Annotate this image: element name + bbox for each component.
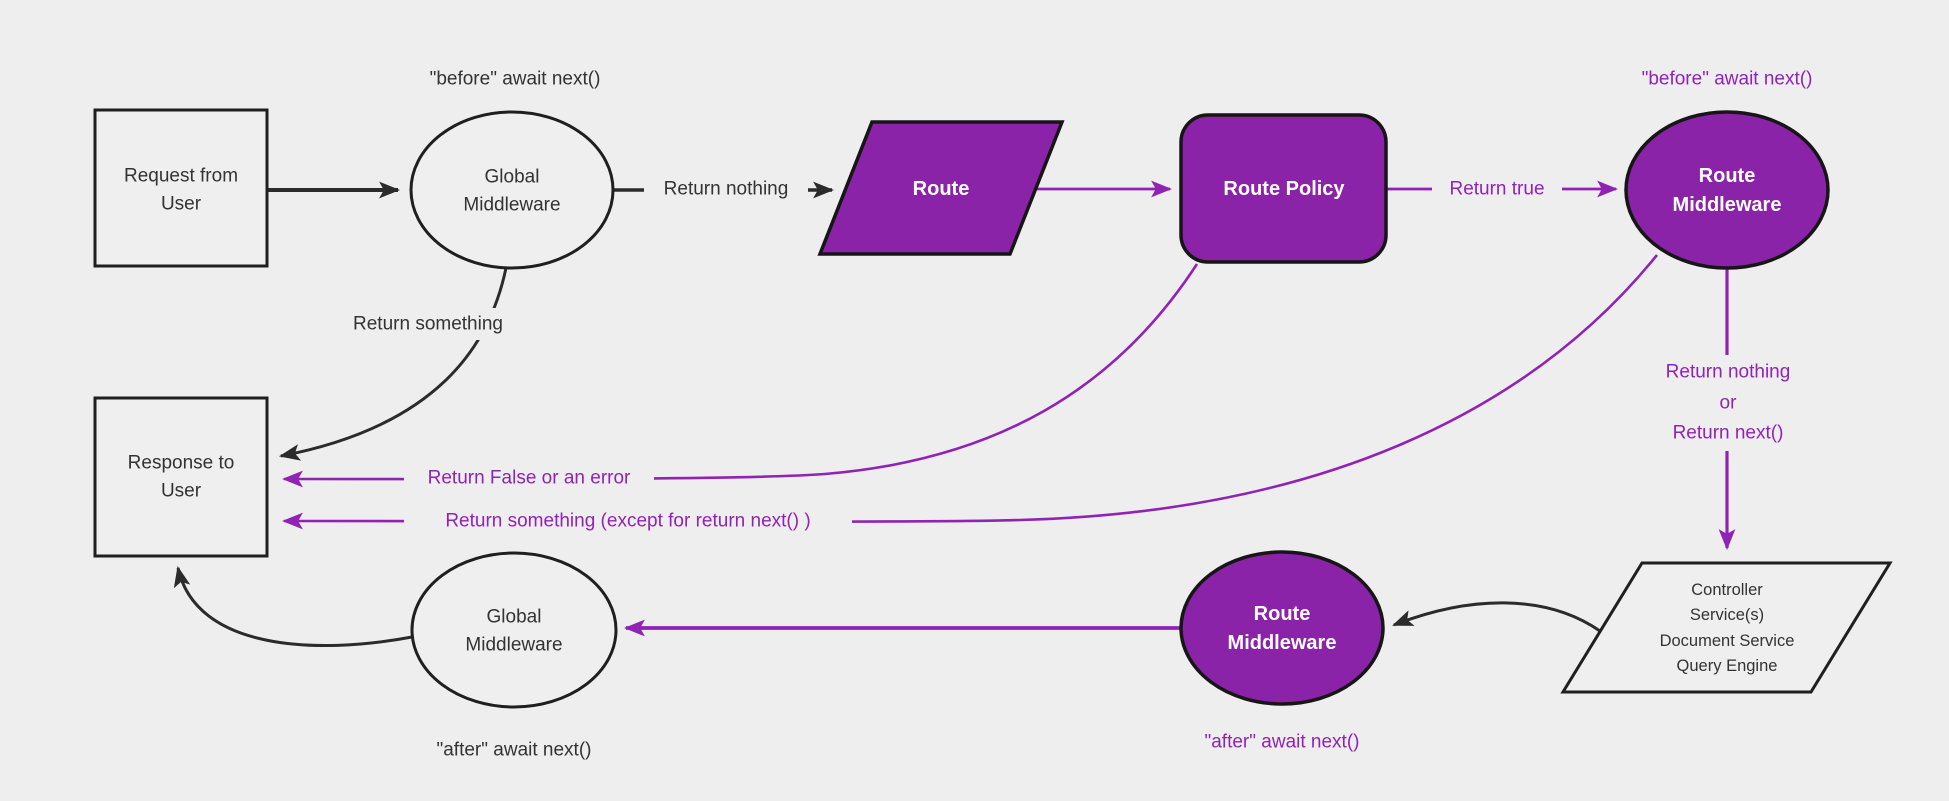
node-route-mw-bottom-label-line1: Route	[1254, 603, 1311, 625]
node-request-from-user: Request from User	[93, 108, 269, 268]
edge-global-middleware-bottom-to-response	[173, 565, 413, 648]
edge-controller-to-route-middleware-bottom	[1392, 601, 1601, 633]
node-route-mw-top-label-line1: Route	[1699, 165, 1756, 187]
node-route-middleware-bottom: Route Middleware	[1179, 550, 1385, 706]
node-request-label-line2: User	[161, 194, 202, 215]
label-after-await-next-black: "after" await next()	[437, 740, 592, 761]
nodes: Request from User Global Middleware Rout…	[93, 108, 1893, 709]
node-route-policy-label: Route Policy	[1223, 178, 1345, 200]
label-return-nothing-or-next-line2: or	[1720, 393, 1738, 414]
label-return-nothing-or-next-line1: Return nothing	[1666, 362, 1791, 383]
node-controller-services: Controller Service(s) Document Service Q…	[1560, 561, 1893, 694]
node-global-bottom-label-line1: Global	[487, 607, 542, 628]
label-return-nothing: Return nothing	[664, 179, 789, 200]
node-response-label-line2: User	[161, 481, 202, 502]
node-route: Route	[817, 120, 1065, 256]
label-return-nothing-bg	[644, 174, 808, 204]
node-global-middleware-top: Global Middleware	[409, 110, 615, 270]
node-request-label-line1: Request from	[124, 166, 238, 187]
label-after-await-next-purple: "after" await next()	[1205, 732, 1360, 753]
node-route-label: Route	[913, 178, 970, 200]
node-route-mw-top-label-line2: Middleware	[1673, 194, 1782, 216]
label-return-something: Return something	[353, 314, 503, 335]
edge-labels: "before" await next() Return nothing Ret…	[338, 69, 1820, 761]
node-route-middleware-top: Route Middleware	[1624, 110, 1830, 270]
node-response-label-line1: Response to	[128, 453, 235, 474]
node-global-middleware-bottom: Global Middleware	[410, 551, 618, 709]
label-return-true-bg	[1432, 174, 1562, 204]
node-global-top-label-line1: Global	[485, 167, 540, 188]
node-route-policy: Route Policy	[1179, 113, 1388, 264]
label-before-await-next-purple: "before" await next()	[1642, 69, 1813, 90]
label-return-false-or-error: Return False or an error	[428, 468, 631, 489]
node-global-bottom-label-line2: Middleware	[465, 635, 562, 656]
node-controller-label-line2: Service(s)	[1690, 606, 1764, 624]
label-return-nothing-or-next-line3: Return next()	[1673, 423, 1784, 444]
label-return-something-except-bg	[404, 505, 852, 537]
node-response-to-user: Response to User	[93, 396, 269, 558]
node-controller-label-line3: Document Service	[1660, 632, 1795, 650]
node-controller-label-line4: Query Engine	[1677, 657, 1778, 675]
label-return-something-except: Return something (except for return next…	[445, 511, 810, 532]
label-return-nothing-or-next-bg	[1636, 355, 1820, 451]
label-return-something-bg	[338, 308, 518, 340]
label-before-await-next-black: "before" await next()	[430, 69, 601, 90]
label-return-true: Return true	[1449, 179, 1544, 200]
node-controller-label-line1: Controller	[1691, 581, 1763, 599]
label-return-false-bg	[404, 462, 654, 494]
node-global-top-label-line2: Middleware	[463, 195, 560, 216]
edge-global-middleware-to-response	[278, 267, 508, 461]
node-route-mw-bottom-label-line2: Middleware	[1228, 632, 1337, 654]
